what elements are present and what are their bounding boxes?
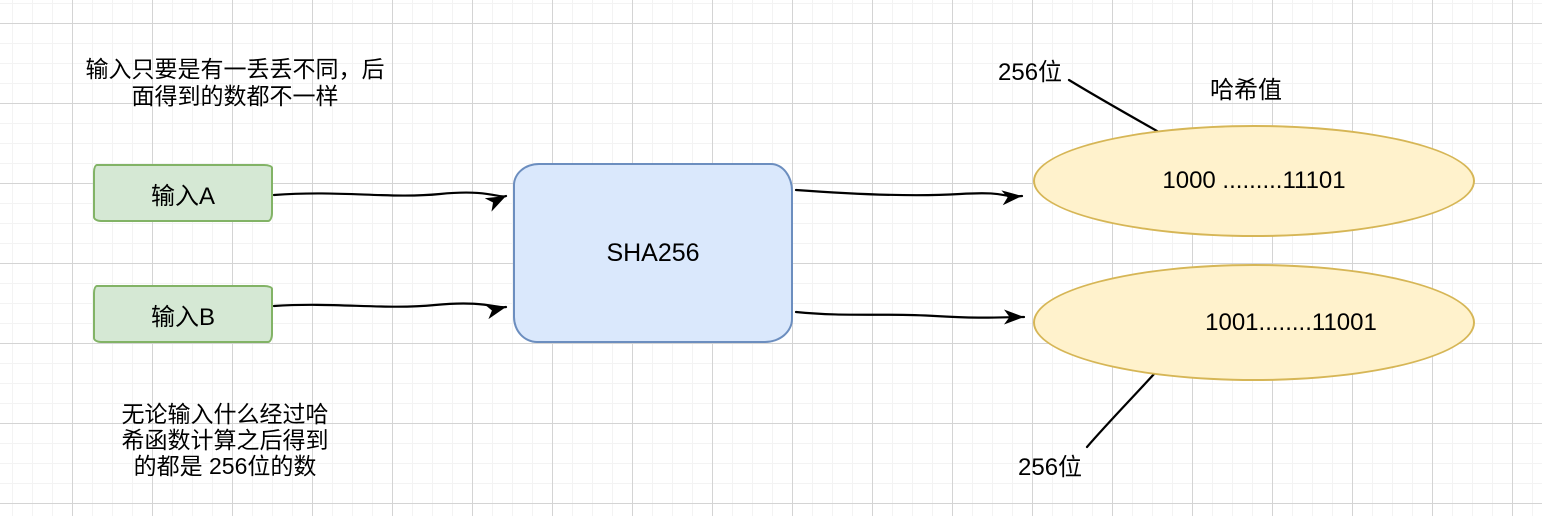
hash-output-b-ellipse: 1001........11001	[1033, 264, 1475, 381]
note-different-input-line1: 输入只要是有一丢丢不同，后	[85, 56, 385, 82]
note-256bit-output-line1: 无论输入什么经过哈	[121, 401, 329, 427]
arrow-input-b-to-sha256	[272, 302, 508, 320]
input-b-box: 输入B	[93, 285, 273, 343]
note-256bit-output: 无论输入什么经过哈 希函数计算之后得到 的都是 256位的数	[85, 401, 365, 479]
input-a-label: 输入A	[150, 182, 215, 210]
note-256bit-output-line3: 的都是 256位的数	[133, 453, 317, 479]
sha256-label: SHA256	[606, 238, 700, 267]
arrow-sha256-to-hash2	[794, 309, 1026, 325]
arrow-sha256-to-hash1	[794, 188, 1024, 206]
note-different-input-line2: 面得到的数都不一样	[131, 83, 339, 109]
arrow-input-a-to-sha256	[272, 191, 508, 212]
note-different-input: 输入只要是有一丢丢不同，后 面得到的数都不一样	[60, 56, 410, 110]
bits-label-top: 256位	[998, 59, 1063, 86]
input-a-box: 输入A	[93, 164, 273, 222]
bits-label-bottom: 256位	[1018, 454, 1083, 481]
hash-output-a-value: 1000 .........11101	[1162, 167, 1346, 194]
hash-output-b-value: 1001........11001	[1205, 308, 1377, 336]
hash-value-title: 哈希值	[1210, 77, 1282, 104]
input-b-label: 输入B	[150, 303, 215, 331]
note-256bit-output-line2: 希函数计算之后得到	[121, 427, 329, 453]
sha256-processor-box: SHA256	[513, 163, 793, 343]
hash-output-a-ellipse: 1000 .........11101	[1033, 125, 1475, 237]
